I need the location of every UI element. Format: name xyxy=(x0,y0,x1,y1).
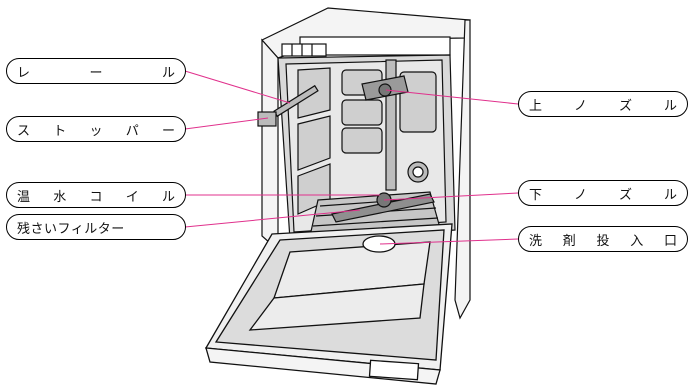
tub xyxy=(257,54,456,241)
label-stopper: ストッパー xyxy=(6,116,186,142)
label-rail: レール xyxy=(6,58,186,84)
label-upper-nozzle: 上ノズル xyxy=(518,91,688,117)
leader-lower-nozzle xyxy=(383,192,519,201)
leader-lines xyxy=(184,70,519,245)
leader-detergent-inlet xyxy=(379,238,519,245)
leader-filter xyxy=(184,209,361,228)
leader-rail xyxy=(184,70,291,104)
label-heating-coil: 温水コイル xyxy=(6,182,186,208)
leader-upper-nozzle xyxy=(385,89,519,105)
cabinet xyxy=(261,7,471,320)
door xyxy=(204,223,453,385)
label-filter: 残さいフィルター xyxy=(6,214,186,240)
leader-stopper xyxy=(184,117,269,130)
label-lower-nozzle: 下ノズル xyxy=(518,180,688,206)
label-detergent-inlet: 洗剤投入口 xyxy=(518,226,688,252)
